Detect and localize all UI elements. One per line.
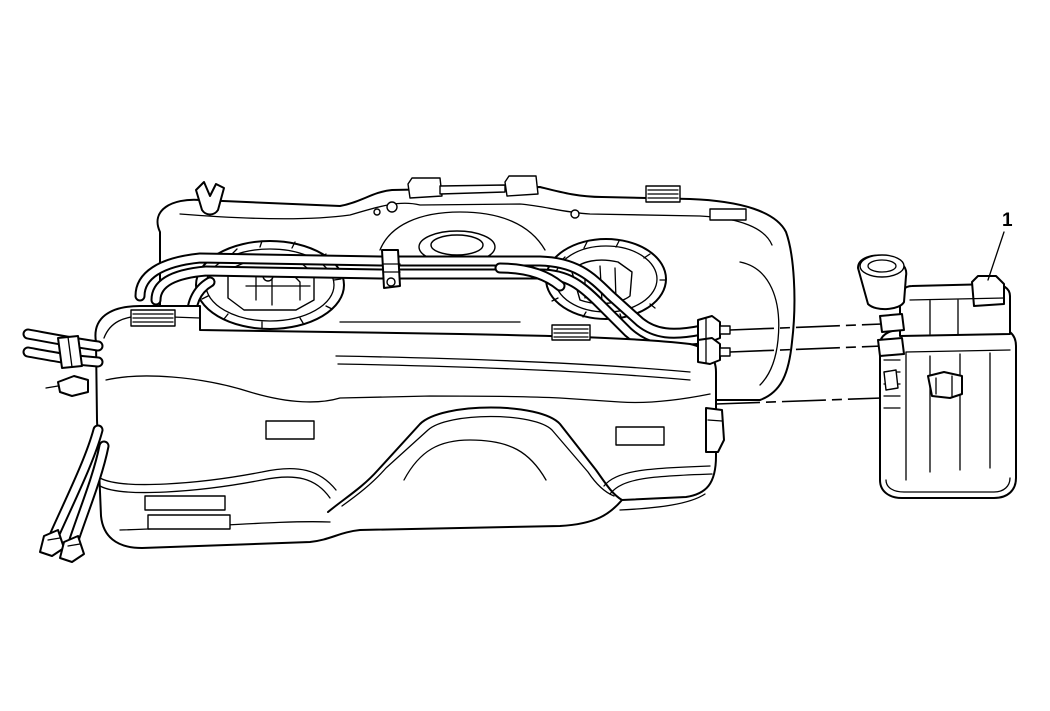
fuel-line-rear-bore <box>136 254 706 337</box>
top-label-right <box>709 208 747 221</box>
bracket-edge <box>707 419 723 422</box>
line-connectors <box>697 315 731 365</box>
connector-ring <box>47 537 61 541</box>
canister-port-lower <box>877 337 905 357</box>
connector-ring <box>67 543 81 547</box>
return-line-quick-connector <box>59 535 85 563</box>
alignment-line-lower <box>715 397 883 405</box>
tank-right-contour <box>739 261 780 386</box>
feed-line-bore <box>50 426 102 540</box>
alignment-line-middle <box>729 345 883 353</box>
front-label-lower-1 <box>144 495 226 511</box>
line-retaining-clip <box>381 249 401 289</box>
feed-line-quick-connector <box>39 529 65 557</box>
callout-1-leader <box>987 231 1005 281</box>
tunnel-outer <box>327 406 623 513</box>
boss <box>386 201 398 213</box>
tunnel-floor <box>403 439 547 481</box>
canister-front-face <box>905 349 1011 481</box>
boss <box>570 209 580 219</box>
vent-hose-fitting <box>57 375 89 397</box>
tank-front-ridge <box>335 355 691 373</box>
tank-front-shell <box>94 305 717 549</box>
connector-stub-upper <box>719 325 731 335</box>
connector-lower <box>697 337 721 365</box>
alignment-line-upper <box>729 323 883 331</box>
canister-vent-filter-top <box>859 254 905 278</box>
canister-side-tab <box>883 369 899 391</box>
canister-side-clip-detail <box>935 375 953 397</box>
alignment-lines <box>715 323 883 405</box>
top-strap <box>439 184 506 195</box>
left-hoses <box>22 328 110 563</box>
return-line-bore <box>70 442 108 544</box>
tank-front-body <box>94 305 725 549</box>
canister-base-flange <box>885 477 1011 493</box>
evap-canister <box>857 254 1017 499</box>
boss <box>373 208 381 216</box>
tank-front-ridge-lower <box>337 363 691 381</box>
canister-port-upper <box>879 313 905 333</box>
front-label-right <box>615 426 665 446</box>
connector-stub-lower <box>719 347 731 357</box>
tank-seam-right <box>603 465 711 487</box>
top-pad-left <box>407 177 443 199</box>
tank-clip <box>195 181 225 216</box>
front-label-lower-2 <box>147 514 231 530</box>
tank-front-shoulder <box>105 375 711 404</box>
pump-right-jumper-hose-bore <box>496 264 564 290</box>
callout-1: 1 <box>987 210 1013 281</box>
clamp-band <box>67 336 73 368</box>
filler-opening-inner <box>430 234 484 256</box>
tunnel-inner <box>341 415 615 507</box>
tank-seam-left <box>99 467 337 491</box>
tank-seam-left-2 <box>99 476 331 499</box>
tank-seam-right-2 <box>609 473 713 495</box>
tank-center-hump <box>379 211 546 251</box>
canister-vent-filter-opening <box>867 259 897 273</box>
canister-side-clip <box>927 371 963 399</box>
canister-top-detail <box>909 297 1005 335</box>
top-pad-center <box>504 175 539 197</box>
clip-button <box>386 277 396 287</box>
clip-body <box>195 181 225 216</box>
vent-hose-stub <box>45 385 59 389</box>
tank-right-bracket <box>705 407 725 453</box>
callout-1-label: 1 <box>1002 210 1013 231</box>
front-label-left <box>265 420 315 440</box>
